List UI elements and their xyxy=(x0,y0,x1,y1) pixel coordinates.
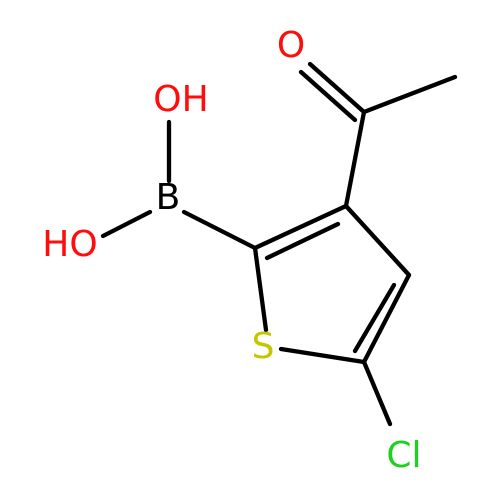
bond-boron-lower-oh xyxy=(100,209,153,239)
bond-carbonyl-double-outer xyxy=(307,61,367,115)
bond-c2-c3-outer xyxy=(252,203,349,251)
bond-c4-c5-inner xyxy=(352,282,397,354)
bond-s-c2 xyxy=(252,245,269,333)
atom-label-group: O OH B HO S Cl xyxy=(42,25,421,476)
bond-group xyxy=(100,61,458,427)
ketone-oxygen-label: O xyxy=(277,25,305,66)
bond-c5-chlorine xyxy=(361,359,393,427)
chlorine-label: Cl xyxy=(386,435,421,476)
bond-c2-c3-inner xyxy=(264,221,341,261)
bond-carbonyl-double-inner xyxy=(298,69,358,123)
bond-c3-c4 xyxy=(343,203,412,278)
bond-c5-s xyxy=(278,346,367,365)
sulfur-label: S xyxy=(252,326,275,367)
bond-c2-boron xyxy=(181,209,258,251)
upper-hydroxyl-label: OH xyxy=(153,79,208,120)
boron-label: B xyxy=(156,177,181,218)
bond-methyl-carbonyl xyxy=(361,74,458,115)
lower-hydroxyl-label: HO xyxy=(42,224,97,265)
bond-c4-c5-outer xyxy=(361,272,412,365)
bond-carbonyl-ring xyxy=(343,109,367,209)
